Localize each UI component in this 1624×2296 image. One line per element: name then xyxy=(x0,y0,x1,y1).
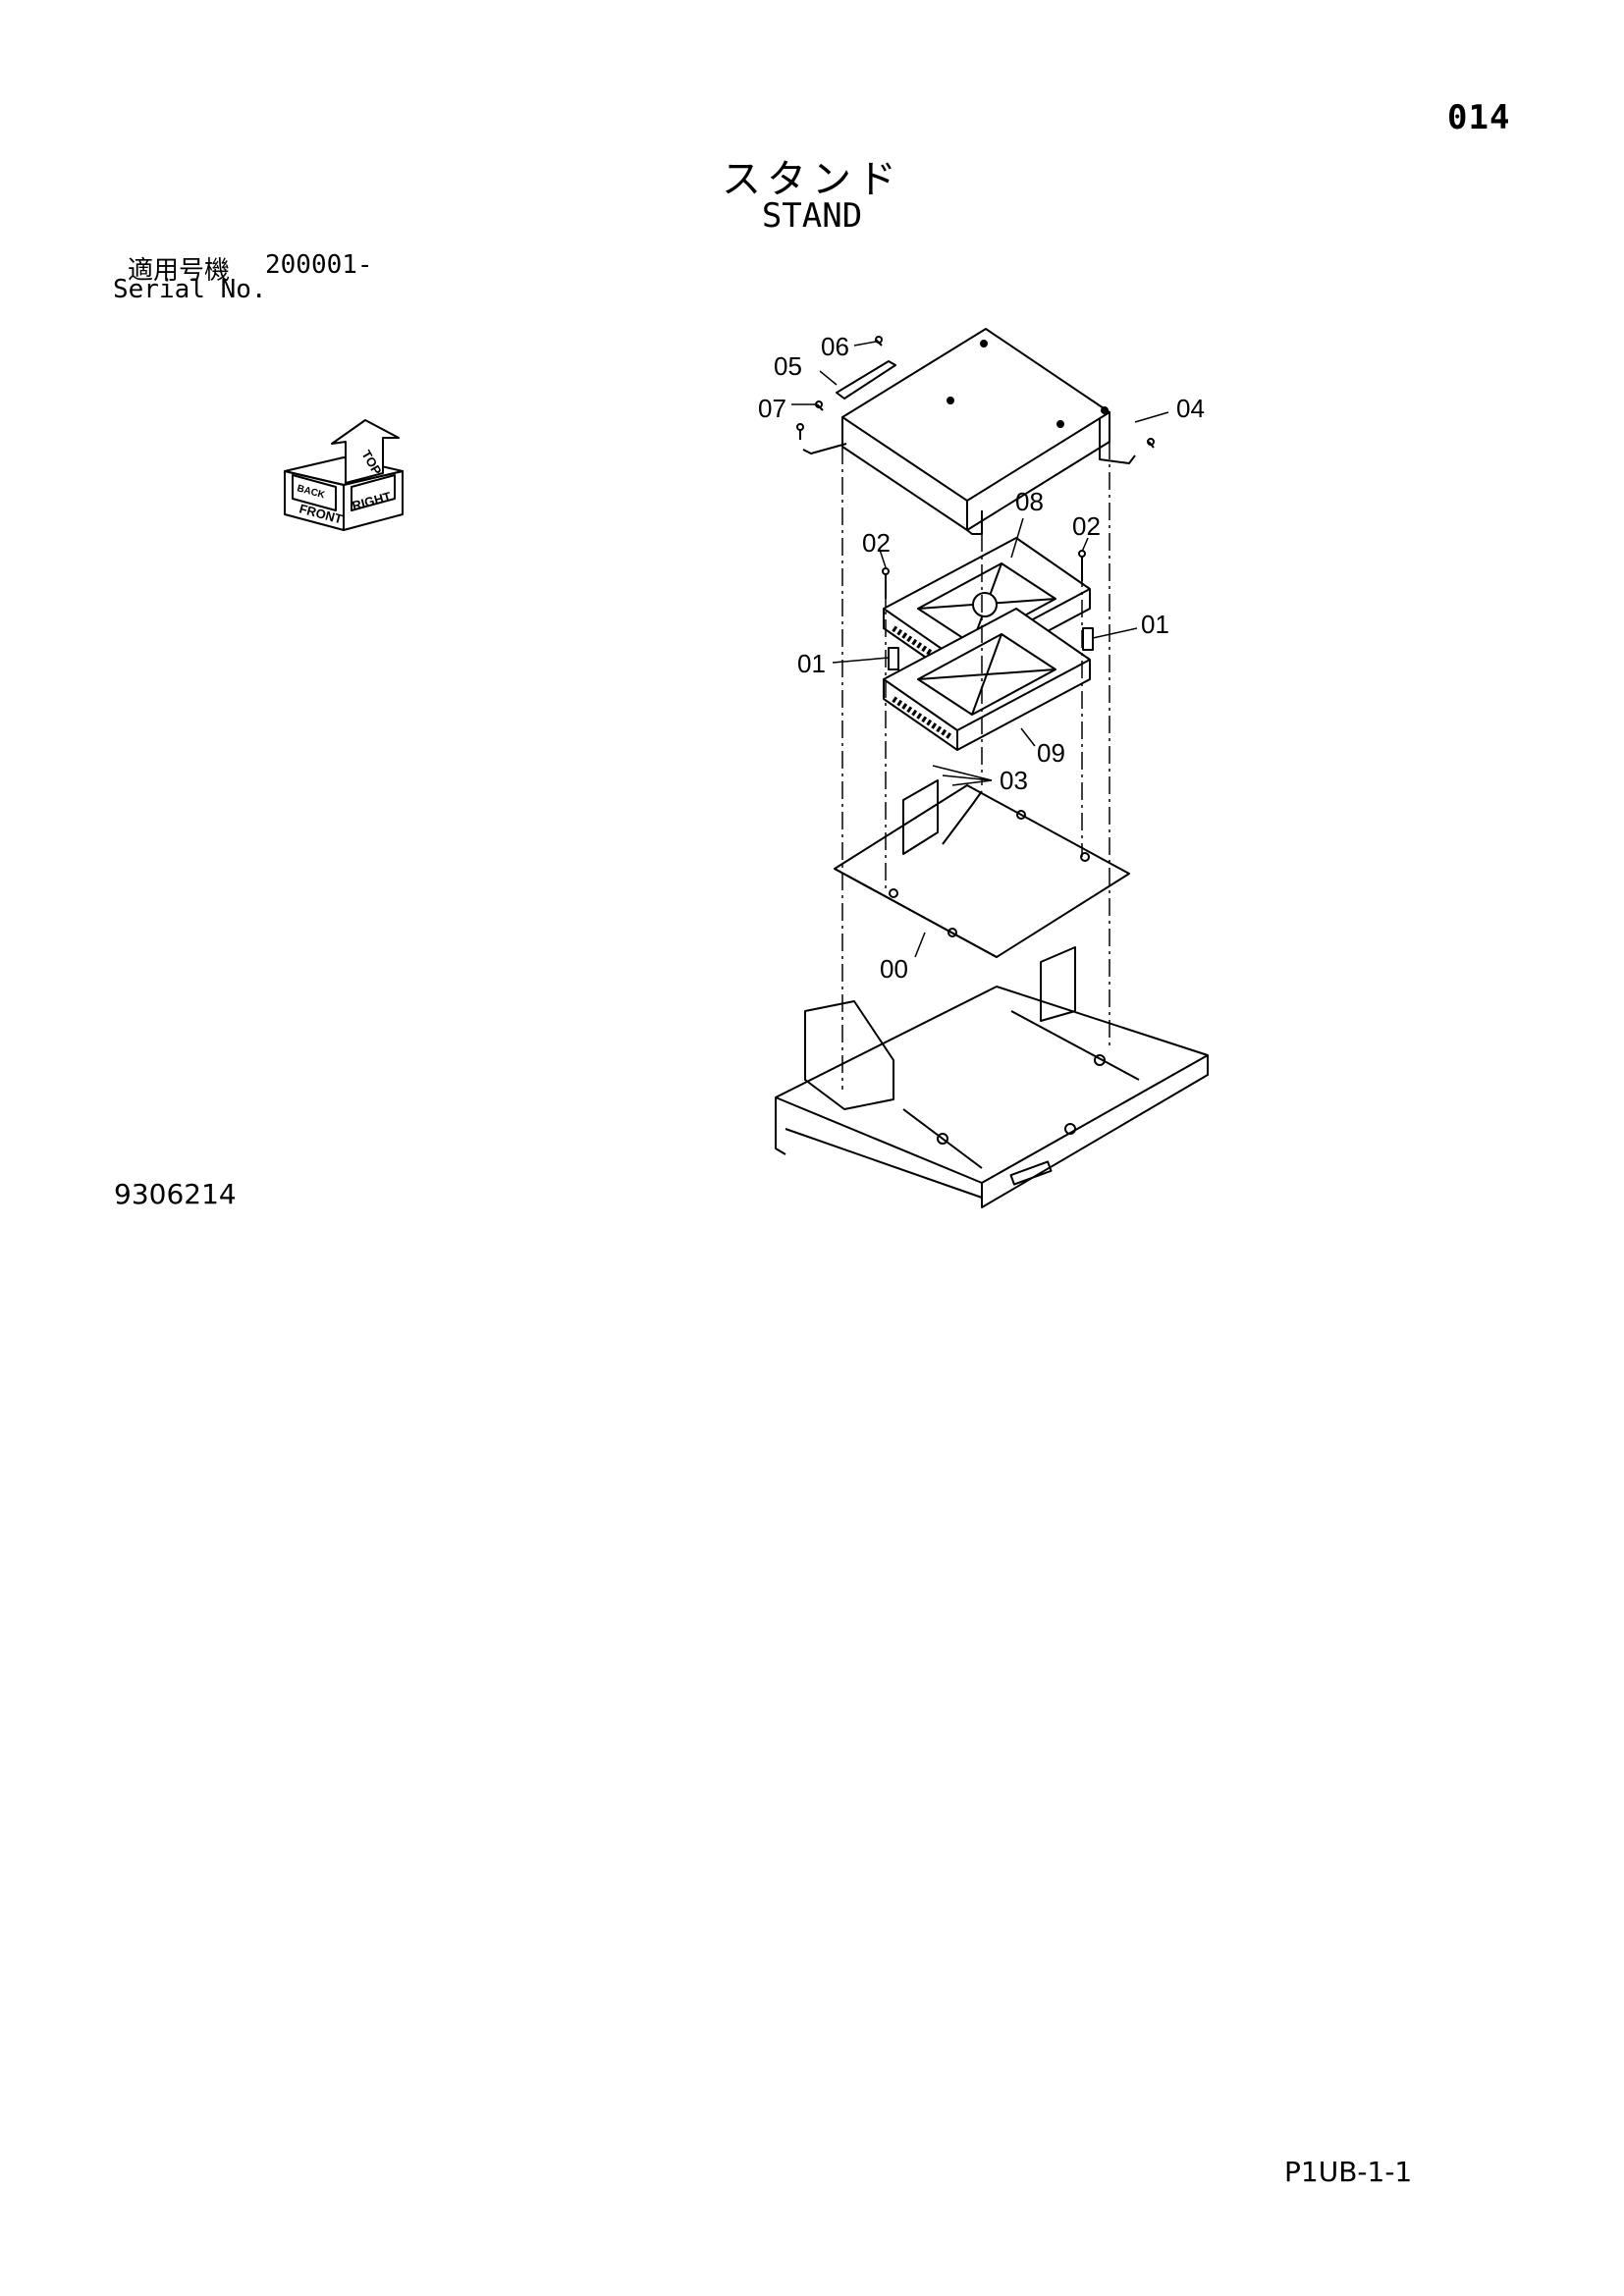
controller-part xyxy=(883,537,1091,680)
serial-value: 200001- xyxy=(265,250,373,280)
callout-06: 06 xyxy=(821,332,849,361)
callout-08: 08 xyxy=(1015,487,1044,516)
callout-00: 00 xyxy=(880,954,908,984)
callout-02-left: 02 xyxy=(862,528,891,558)
controller-part-lower xyxy=(883,608,1091,751)
cover-part xyxy=(802,328,1136,535)
leader-lines xyxy=(791,341,1169,958)
label-plate-part xyxy=(836,360,896,400)
title-japanese: スタンド xyxy=(722,157,902,202)
page-number: 014 xyxy=(1447,98,1511,137)
drawing-number: 9306214 xyxy=(114,1178,237,1210)
serial-label-japanese: 適用号機 xyxy=(128,256,231,286)
callout-04: 04 xyxy=(1176,394,1205,423)
callout-01-right: 01 xyxy=(1141,610,1169,639)
callout-05: 05 xyxy=(774,351,802,381)
alignment-lines xyxy=(841,442,1110,1090)
callout-09: 09 xyxy=(1037,738,1065,768)
callout-02-right: 02 xyxy=(1072,511,1101,541)
callout-07: 07 xyxy=(758,394,786,423)
bracket-plate-part xyxy=(834,779,1130,958)
footer-code: P1UB-1-1 xyxy=(1284,2156,1413,2188)
callout-01-left: 01 xyxy=(797,649,826,678)
callout-03: 03 xyxy=(1000,766,1028,795)
orientation-indicator-icon xyxy=(284,419,404,531)
serial-label-english: Serial No. xyxy=(113,275,267,304)
bolt-icon xyxy=(796,336,1155,449)
spacer-icon xyxy=(888,627,1094,670)
base-frame-part xyxy=(775,946,1209,1208)
title-english: STAND xyxy=(761,196,863,236)
